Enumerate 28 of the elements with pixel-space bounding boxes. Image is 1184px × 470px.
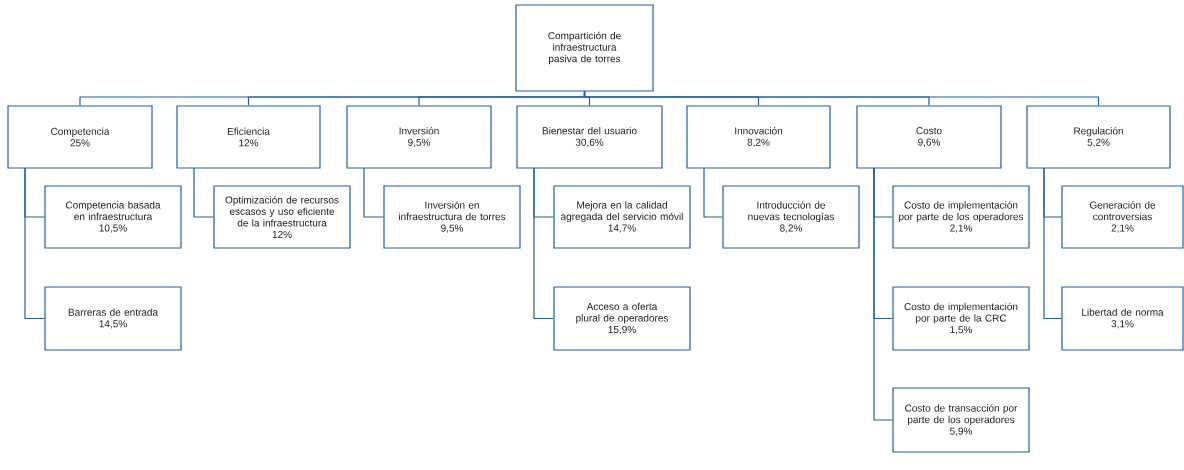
criterion-box: Costo de transacción por parte de los operadores 5,9% bbox=[892, 387, 1030, 453]
category-box: Costo 9,6% bbox=[856, 105, 1002, 169]
criterion-box: Inversión en infraestructura de torres 9,5% bbox=[383, 185, 521, 249]
category-box: Regulación 5,2% bbox=[1026, 105, 1171, 169]
criterion-box: Generación de controversias 2,1% bbox=[1061, 185, 1184, 249]
criterion-box: Costo de implementación por parte de la CRC 1,5% bbox=[892, 286, 1030, 351]
connector-line bbox=[1043, 167, 1062, 320]
criterion-box: Costo de implementación por parte de los operadores 2,1% bbox=[892, 185, 1030, 249]
criterion-box: Acceso a oferta plural de operadores 15,9% bbox=[553, 286, 691, 351]
connector-line bbox=[363, 167, 384, 218]
root-box: Compartición de infraestructura pasiva de torres bbox=[515, 4, 654, 92]
connector-line bbox=[703, 167, 723, 218]
criterion-box: Competencia basada en infraestructura 10,5% bbox=[44, 185, 182, 249]
category-box: Bienestar del usuario 30,6% bbox=[516, 105, 663, 169]
category-box: Competencia 25% bbox=[7, 105, 153, 169]
connector-line bbox=[873, 167, 893, 421]
criterion-box: Barreras de entrada 14,5% bbox=[44, 286, 182, 351]
connector-line bbox=[193, 167, 214, 218]
connector-line bbox=[533, 167, 554, 320]
category-box: Eficiencia 12% bbox=[176, 105, 321, 169]
category-box: Innovación 8,2% bbox=[686, 105, 831, 169]
criterion-box: Optimización de recursos escasos y uso eficiente de la infraestructura 12% bbox=[213, 185, 351, 249]
connector-line bbox=[583, 91, 1100, 106]
connector-line bbox=[24, 167, 45, 320]
criterion-box: Introducción de nuevas tecnologías 8,2% bbox=[722, 185, 860, 249]
category-box: Inversión 9,5% bbox=[346, 105, 492, 169]
criterion-box: Mejora en la calidad agregada del servicio móvil 14,7% bbox=[553, 185, 691, 249]
criterion-box: Libertad de norma 3,1% bbox=[1061, 286, 1184, 351]
